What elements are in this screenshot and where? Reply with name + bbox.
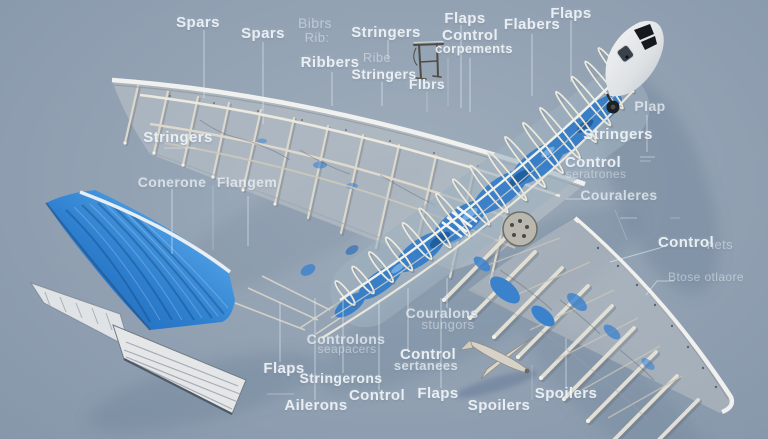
label-stringers-left: Stringers xyxy=(143,129,213,146)
actuator-disc xyxy=(502,211,538,247)
label-corpements: corpements xyxy=(435,41,513,56)
label-ribbers: Ribbers xyxy=(300,54,360,71)
label-spars-2: Spars xyxy=(241,25,285,42)
label-control-bottom: Control xyxy=(348,387,406,404)
label-control-top: Control xyxy=(441,27,499,44)
tail-fin xyxy=(46,190,235,330)
label-btose-otlaore: Btose otlaore xyxy=(668,270,744,284)
label-stringerons: Stringerons xyxy=(299,370,383,386)
label-seapacers: seapacers xyxy=(317,342,377,356)
label-conerone: Conerone xyxy=(137,174,207,190)
equipment-bracket-icon xyxy=(413,41,444,80)
label-control-right: Control xyxy=(564,154,622,171)
label-spars-1: Spars xyxy=(176,14,220,31)
label-controlons: Controlons xyxy=(306,331,386,347)
fuselage xyxy=(321,20,664,339)
label-flaps-top-2: Flaps xyxy=(550,5,592,22)
tail-assembly xyxy=(29,190,359,415)
right-wing xyxy=(441,205,735,439)
label-control-nets-2: nets xyxy=(706,237,734,252)
label-flaps-bottom-left: Flaps xyxy=(263,360,305,377)
label-spoilers-right: Spoilers xyxy=(534,385,598,402)
mini-plane-icon xyxy=(456,336,538,398)
vent-panel xyxy=(441,205,478,239)
label-couraleres: Couraleres xyxy=(580,187,658,203)
label-flaps-top-1: Flaps xyxy=(444,10,486,27)
label-ribe: Ribe xyxy=(362,50,392,65)
label-stringers-top-2: Stringers xyxy=(351,66,417,82)
label-seratrones: seratrones xyxy=(565,167,627,181)
leader-lines xyxy=(171,20,674,400)
label-stringers-right: Stringers xyxy=(583,126,653,143)
label-rib: Rib: xyxy=(304,30,330,45)
faint-marks xyxy=(164,147,680,395)
label-plap: Plap xyxy=(634,98,666,114)
label-stungors: stungors xyxy=(421,317,475,332)
label-couralons: Couralons xyxy=(405,305,479,321)
label-ailerons: Ailerons xyxy=(284,397,348,414)
label-sertanees: sertanees xyxy=(393,358,459,373)
label-flabers: Flabers xyxy=(503,16,561,33)
label-flaps-bottom: Flaps xyxy=(417,385,459,402)
label-spoilers-mid: Spoilers xyxy=(467,397,531,414)
label-control-sert-1: Control xyxy=(399,346,457,363)
label-bibrs: Bibrs xyxy=(298,15,332,31)
label-flbrs: Flbrs xyxy=(408,76,446,92)
label-stringers-top: Stringers xyxy=(351,24,421,41)
label-control-nets-1: Control xyxy=(657,234,715,251)
nose-cone xyxy=(605,20,664,97)
label-flangem: Flangem xyxy=(216,174,278,190)
